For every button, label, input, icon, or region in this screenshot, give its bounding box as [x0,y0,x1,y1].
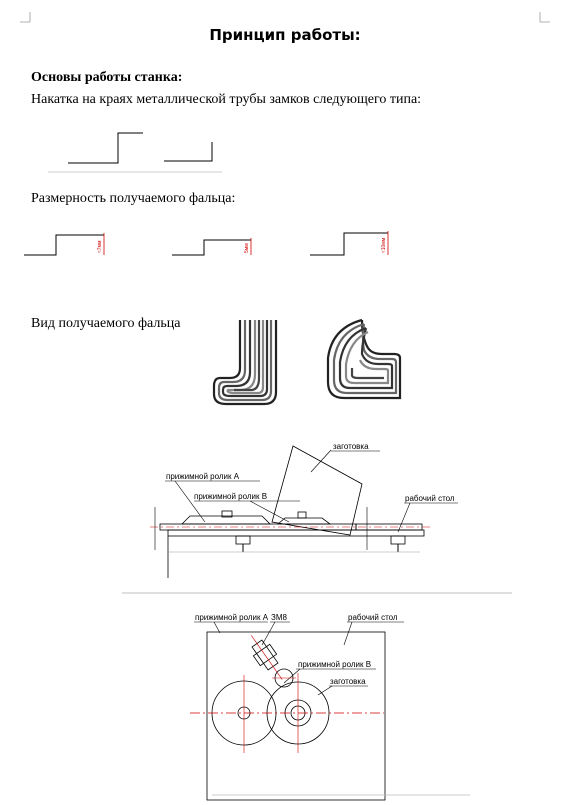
paragraph-rolling: Накатка на краях металлической трубы зам… [31,92,422,107]
label-screw-top: ЗМ8 [271,613,287,622]
machine-side-diagram: заготовка прижимной ролик А прижимной ро… [150,442,458,578]
flange-dimension-1: ≈7мм [24,233,105,256]
machine-top-diagram: прижимной ролик А ЗМ8 рабочий стол прижи… [190,613,470,801]
page-separator [122,592,512,594]
flange-view-left [212,320,278,406]
label-workpiece-top: заготовка [330,677,366,686]
dimension-label-3: ≈10мм [381,237,387,253]
label-roller-b-side: прижимной ролик В [194,492,267,501]
label-roller-a-side: прижимной ролик А [166,472,240,481]
flange-view-right [326,318,402,400]
flange-dimension-2: 5мм [172,238,252,256]
flange-dimension-drawings: ≈7мм 5мм ≈10мм [24,231,389,256]
paragraph-dimensions: Размерность получаемого фальца: [31,191,236,206]
label-workpiece-side: заготовка [333,442,369,451]
lock-profile-drawing [48,132,222,173]
label-table-top: рабочий стол [348,613,398,622]
label-roller-a-top: прижимной ролик А [195,613,269,622]
dimension-label-1: ≈7мм [97,240,103,253]
page-title: Принцип работы: [209,26,361,44]
section-heading: Основы работы станка: [31,70,183,85]
label-table-side: рабочий стол [405,494,455,503]
label-roller-b-top: прижимной ролик В [298,660,371,669]
flange-dimension-3: ≈10мм [310,231,389,256]
paragraph-view: Вид получаемого фальца [31,316,181,331]
dimension-label-2: 5мм [244,243,250,253]
